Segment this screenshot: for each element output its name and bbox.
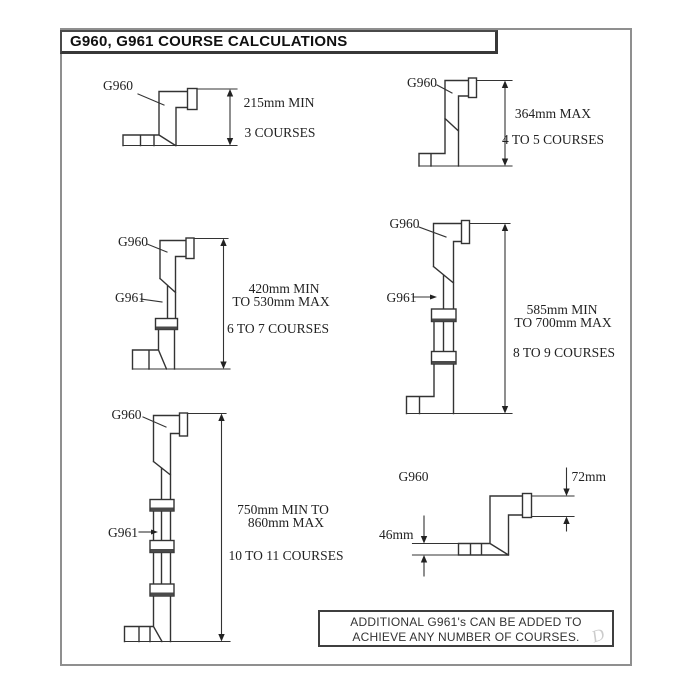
g961-label: G961 [115,290,145,305]
extension-lines-46mm [411,542,460,556]
g960-label: G960 [118,234,148,249]
pipe-outline [457,495,524,556]
pipe-collar [178,412,189,437]
g960-leader-line [137,93,165,106]
joint-band-seal [156,326,177,330]
courses-text: 4 TO 5 COURSES [502,132,604,147]
joint-band-seal [150,592,174,596]
g960-label: G960 [399,469,429,484]
dimension-text-line1: 585mm MIN [527,302,598,317]
g960-leader-line [142,416,167,428]
note-box: ADDITIONAL G961's CAN BE ADDED TO ACHIEV… [318,610,614,647]
pipe-outline [131,239,187,370]
pipe-collar [460,219,471,245]
dimension-text-line2: TO 530mm MAX [232,294,330,309]
pipe-outline [405,222,463,415]
courses-text: 10 TO 11 COURSES [229,548,344,563]
extension-lines [123,412,231,643]
dimension-text-line1: 420mm MIN [249,281,320,296]
g961-leader-arrowhead [430,294,437,300]
diagram-3-courses: G960 215mm MIN 3 COURSES [103,78,316,147]
dimension-text-line2: 860mm MAX [248,515,324,530]
dimension-arrowheads-46mm [420,536,428,563]
dimension-text: 364mm MAX [515,106,591,121]
pipe-outline [122,90,189,147]
diagram-g960-offset: G960 72mm 46mm [379,467,607,577]
dimension-arrowheads-72mm [563,488,570,524]
joint-band-seal [150,507,174,511]
extension-lines-72mm [530,495,575,518]
diagram-8-9-courses: G960 G961 585mm MIN TO 700mm MAX 8 TO 9 … [387,216,615,415]
extension-lines [131,237,231,370]
extension-lines [405,222,513,415]
note-line2: ACHIEVE ANY NUMBER OF COURSES. [352,630,580,644]
diagram-4-5-courses: G960 364mm MAX 4 TO 5 COURSES [407,75,604,167]
extension-lines [418,79,513,167]
diagram-10-11-courses: G960 G961 750mm MIN TO 860mm MAX 10 TO 1… [108,407,344,643]
g961-label: G961 [387,290,417,305]
pipe-collar [521,492,533,519]
courses-text: 6 TO 7 COURSES [227,321,329,336]
title-box: G960, G961 COURSE CALCULATIONS [60,30,498,54]
pipe-collar [185,237,195,260]
g960-leader-line [436,84,453,94]
note-line1: ADDITIONAL G961's CAN BE ADDED TO [350,615,582,629]
pipe-outline [418,79,470,167]
g961-leader-line [140,298,163,303]
dimension-text-line2: TO 700mm MAX [514,315,612,330]
page-title: G960, G961 COURSE CALCULATIONS [70,33,348,50]
joint-band-seal [150,549,174,553]
courses-text: 8 TO 9 COURSES [513,345,615,360]
g961-label: G961 [108,525,138,540]
dimension-text-72mm: 72mm [572,469,607,484]
joint-band-seal [432,318,456,322]
g961-leader-arrowhead [151,529,158,535]
pipe-collar [467,77,478,99]
dimension-text-46mm: 46mm [379,527,414,542]
diagram-6-7-courses: G960 G961 420mm MIN TO 530mm MAX 6 TO 7 … [115,234,330,370]
g960-leader-line [146,243,168,253]
g960-label: G960 [390,216,420,231]
g960-label: G960 [112,407,142,422]
dimension-text: 215mm MIN [244,95,315,110]
extension-lines [122,88,238,147]
pipe-collar [186,87,198,111]
pipe-outline [123,414,181,643]
g960-leader-line [418,226,447,238]
joint-band-seal [432,361,456,364]
courses-text: 3 COURSES [245,125,316,140]
g960-label: G960 [407,75,437,90]
g960-label: G960 [103,78,133,93]
dimension-text-line1: 750mm MIN TO [237,502,329,517]
